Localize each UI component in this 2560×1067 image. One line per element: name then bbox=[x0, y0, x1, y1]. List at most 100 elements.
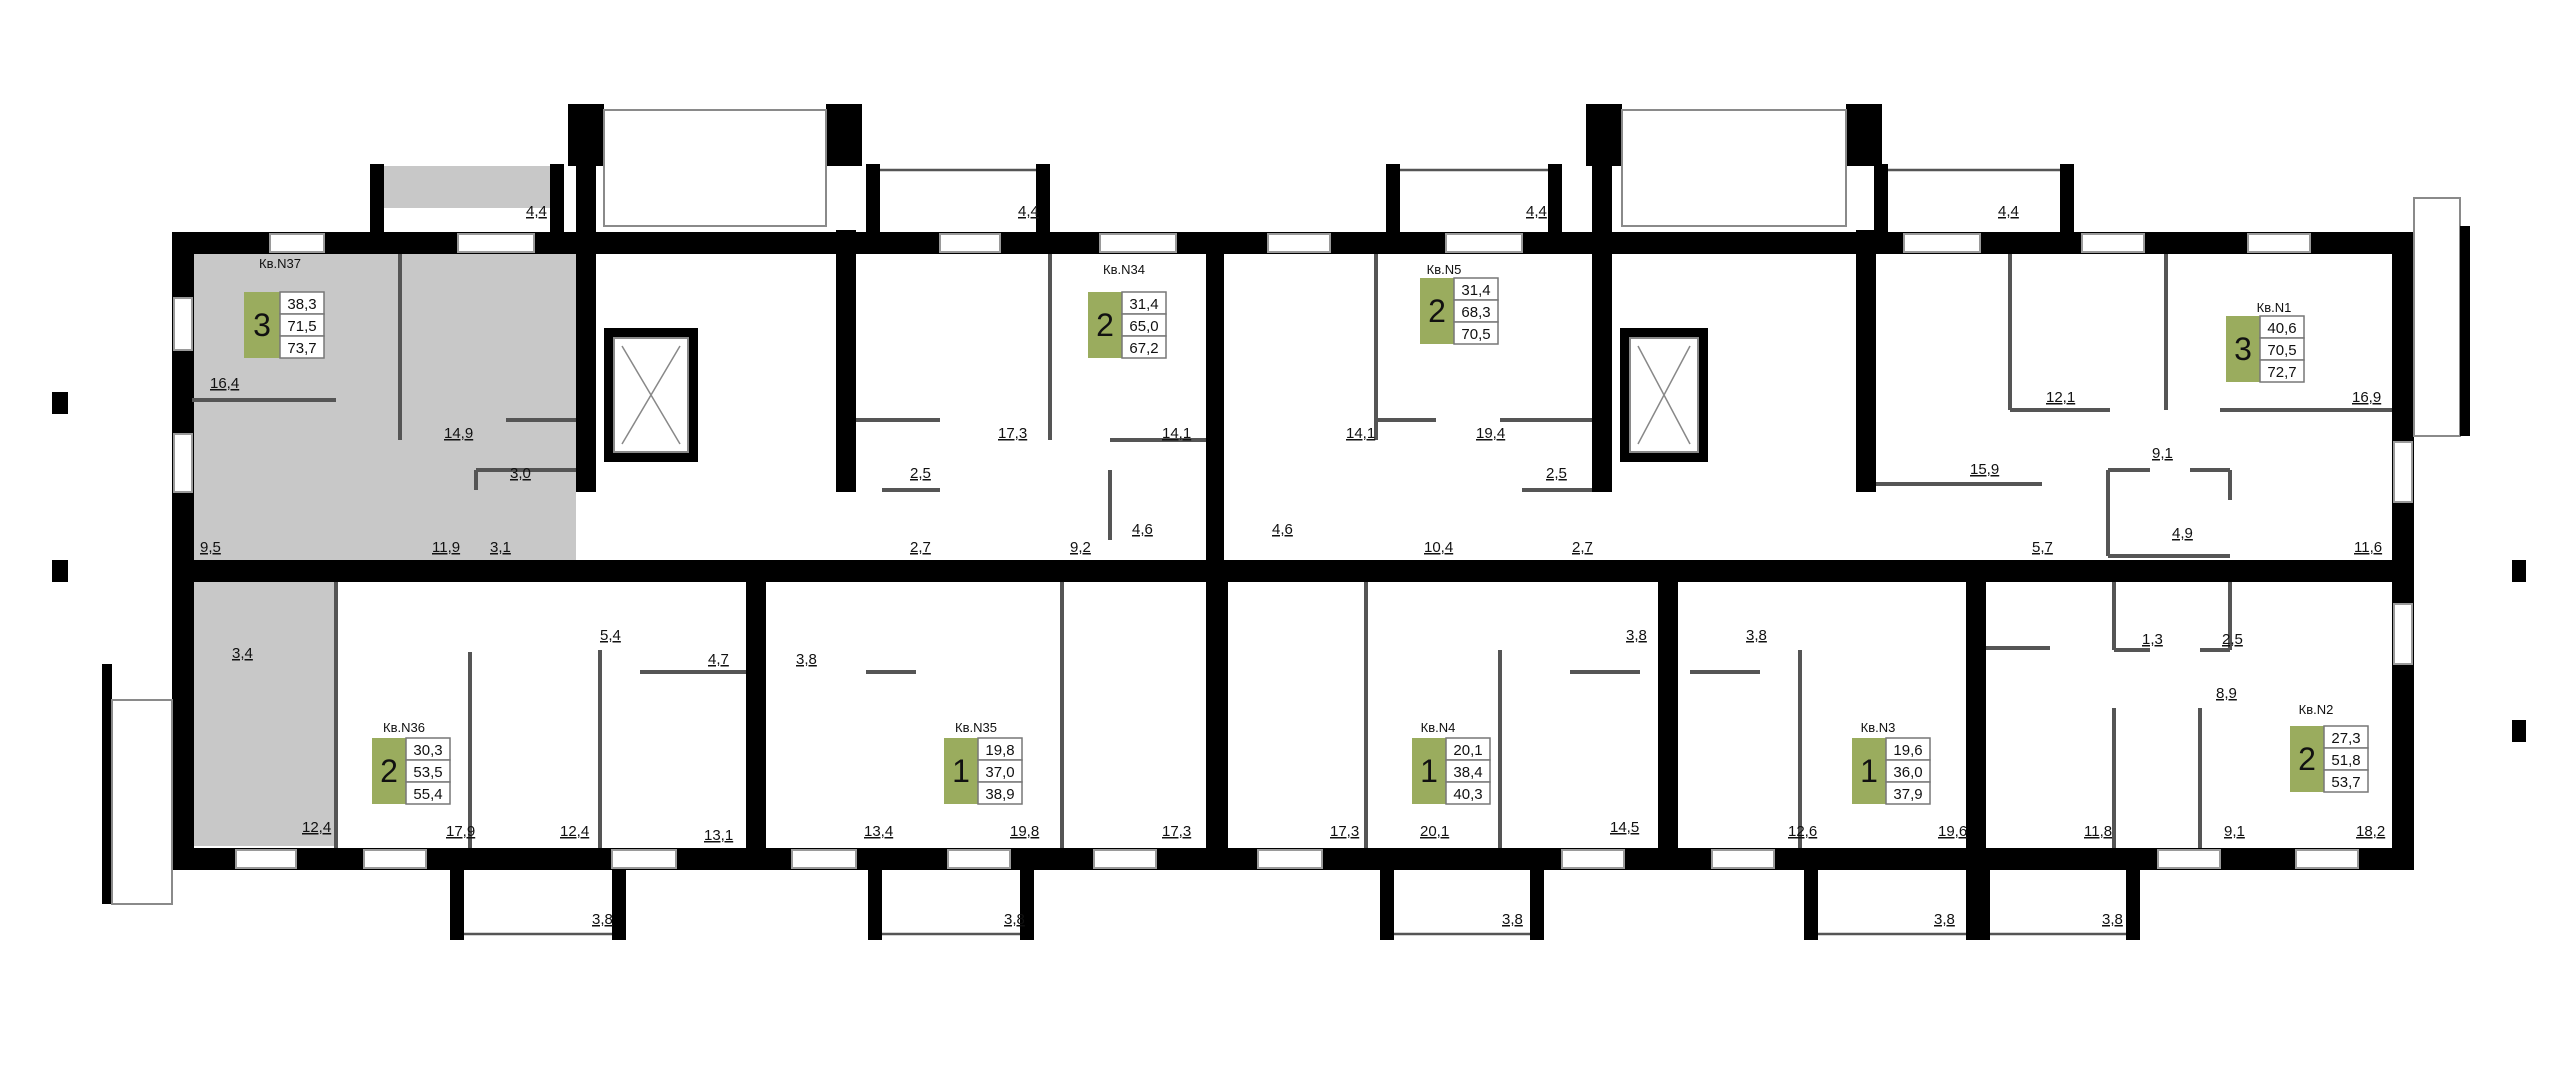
entrance-vestibules bbox=[568, 104, 1882, 227]
svg-text:37,0: 37,0 bbox=[985, 764, 1014, 781]
room-area: 11,9 bbox=[432, 539, 460, 556]
svg-text:Кв.N5: Кв.N5 bbox=[1427, 262, 1462, 277]
room-area: 15,9 bbox=[1970, 461, 1999, 478]
svg-text:38,4: 38,4 bbox=[1453, 764, 1482, 781]
room-area: 4,4 bbox=[1018, 203, 1039, 220]
svg-text:Кв.N36: Кв.N36 bbox=[383, 720, 425, 735]
svg-text:2: 2 bbox=[1428, 293, 1446, 329]
svg-text:30,3: 30,3 bbox=[413, 742, 442, 759]
svg-text:Кв.N3: Кв.N3 bbox=[1861, 720, 1896, 735]
top-loggias bbox=[370, 164, 2074, 234]
room-area: 19,4 bbox=[1476, 425, 1505, 442]
svg-text:51,8: 51,8 bbox=[2331, 752, 2360, 769]
room-area: 4,4 bbox=[526, 203, 547, 220]
room-area: 3,8 bbox=[1502, 911, 1523, 928]
apartment-badge-4[interactable]: Кв.N4 1 20,1 38,4 40,3 bbox=[1412, 720, 1491, 805]
room-area: 11,8 bbox=[2084, 823, 2112, 840]
svg-text:68,3: 68,3 bbox=[1461, 304, 1490, 321]
room-area: 3,0 bbox=[510, 465, 531, 482]
room-area: 9,1 bbox=[2224, 823, 2245, 840]
room-area: 3,1 bbox=[490, 539, 511, 556]
svg-text:Кв.N4: Кв.N4 bbox=[1421, 720, 1456, 735]
svg-text:31,4: 31,4 bbox=[1461, 282, 1490, 299]
room-area: 8,9 bbox=[2216, 685, 2237, 702]
room-area: 2,5 bbox=[2222, 631, 2243, 648]
room-area: 17,3 bbox=[998, 425, 1027, 442]
room-area: 12,4 bbox=[560, 823, 589, 840]
room-area: 4,9 bbox=[2172, 525, 2193, 542]
apartment-badge-1[interactable]: Кв.N1 3 40,6 70,5 72,7 bbox=[2226, 300, 2305, 383]
svg-text:40,6: 40,6 bbox=[2267, 320, 2296, 337]
room-area: 17,9 bbox=[446, 823, 475, 840]
apartment-badge-36[interactable]: Кв.N36 2 30,3 53,5 55,4 bbox=[372, 720, 451, 805]
room-area: 9,2 bbox=[1070, 539, 1091, 556]
room-area: 3,8 bbox=[796, 651, 817, 668]
room-area: 4,6 bbox=[1272, 521, 1293, 538]
svg-text:Кв.N2: Кв.N2 bbox=[2299, 702, 2334, 717]
svg-text:38,3: 38,3 bbox=[287, 296, 316, 313]
svg-text:37,9: 37,9 bbox=[1893, 786, 1922, 803]
svg-text:27,3: 27,3 bbox=[2331, 730, 2360, 747]
room-area: 10,4 bbox=[1424, 539, 1453, 556]
svg-text:65,0: 65,0 bbox=[1129, 318, 1158, 335]
svg-text:71,5: 71,5 bbox=[287, 318, 316, 335]
room-area: 13,4 bbox=[864, 823, 893, 840]
room-area: 18,2 bbox=[2356, 823, 2385, 840]
room-area: 5,7 bbox=[2032, 539, 2053, 556]
room-area: 3,8 bbox=[1746, 627, 1767, 644]
room-area: 3,8 bbox=[1934, 911, 1955, 928]
room-area: 12,6 bbox=[1788, 823, 1817, 840]
room-area: 19,8 bbox=[1010, 823, 1039, 840]
apartment-badge-37[interactable]: Кв.N37 3 38,3 71,5 73,7 bbox=[244, 256, 325, 359]
room-area: 20,1 bbox=[1420, 823, 1449, 840]
svg-text:38,9: 38,9 bbox=[985, 786, 1014, 803]
room-area: 5,4 bbox=[600, 627, 621, 644]
room-area: 17,3 bbox=[1330, 823, 1359, 840]
room-area: 14,1 bbox=[1162, 425, 1191, 442]
room-area: 4,7 bbox=[708, 651, 729, 668]
exterior-walls bbox=[172, 166, 2414, 870]
svg-text:2: 2 bbox=[2298, 741, 2316, 777]
room-area: 1,3 bbox=[2142, 631, 2163, 648]
room-area: 2,7 bbox=[910, 539, 931, 556]
svg-text:40,3: 40,3 bbox=[1453, 786, 1482, 803]
room-area: 11,6 bbox=[2354, 539, 2382, 556]
svg-text:36,0: 36,0 bbox=[1893, 764, 1922, 781]
room-area: 16,9 bbox=[2352, 389, 2381, 406]
room-area: 9,5 bbox=[200, 539, 221, 556]
room-area: 14,1 bbox=[1346, 425, 1375, 442]
room-area: 3,8 bbox=[1004, 911, 1025, 928]
apartment-badge-34[interactable]: Кв.N34 2 31,4 65,0 67,2 bbox=[1088, 262, 1167, 359]
svg-text:2: 2 bbox=[380, 753, 398, 789]
svg-text:3: 3 bbox=[2234, 331, 2252, 367]
apartment-badge-5[interactable]: Кв.N5 2 31,4 68,3 70,5 bbox=[1420, 262, 1499, 345]
apartment-badge-3[interactable]: Кв.N3 1 19,6 36,0 37,9 bbox=[1852, 720, 1931, 805]
svg-text:1: 1 bbox=[952, 753, 970, 789]
svg-text:Кв.N1: Кв.N1 bbox=[2257, 300, 2292, 315]
apartment-37-highlight[interactable] bbox=[192, 166, 576, 846]
svg-text:55,4: 55,4 bbox=[413, 786, 442, 803]
room-area: 2,7 bbox=[1572, 539, 1593, 556]
room-area: 2,5 bbox=[1546, 465, 1567, 482]
room-area: 3,8 bbox=[2102, 911, 2123, 928]
room-area: 14,9 bbox=[444, 425, 473, 442]
room-area: 13,1 bbox=[704, 827, 733, 844]
room-area: 12,1 bbox=[2046, 389, 2075, 406]
room-area: 14,5 bbox=[1610, 819, 1639, 836]
svg-text:1: 1 bbox=[1860, 753, 1878, 789]
svg-text:3: 3 bbox=[253, 307, 271, 343]
svg-text:70,5: 70,5 bbox=[1461, 326, 1490, 343]
svg-text:19,8: 19,8 bbox=[985, 742, 1014, 759]
interior-partitions bbox=[192, 254, 2392, 848]
apartment-badge-2[interactable]: Кв.N2 2 27,3 51,8 53,7 bbox=[2290, 702, 2369, 793]
room-area: 17,3 bbox=[1162, 823, 1191, 840]
svg-text:73,7: 73,7 bbox=[287, 340, 316, 357]
bottom-loggias bbox=[450, 868, 2140, 940]
side-balconies bbox=[102, 197, 2470, 905]
apartment-badge-35[interactable]: Кв.N35 1 19,8 37,0 38,9 bbox=[944, 720, 1023, 805]
svg-text:Кв.N37: Кв.N37 bbox=[259, 256, 301, 271]
room-area: 2,5 bbox=[910, 465, 931, 482]
grid-axis-markers bbox=[52, 392, 2526, 742]
room-area: 4,4 bbox=[1526, 203, 1547, 220]
